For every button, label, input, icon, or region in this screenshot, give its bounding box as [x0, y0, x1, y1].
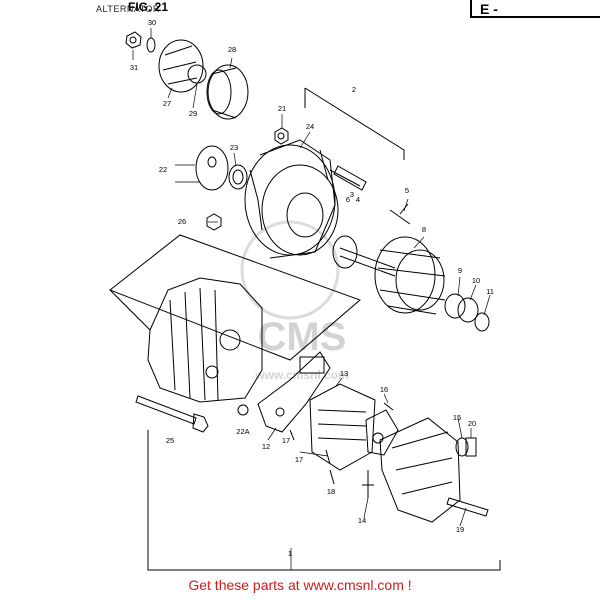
callout-23: 23 [230, 143, 238, 152]
callout-28: 28 [228, 45, 236, 54]
screw-16 [383, 402, 394, 411]
nut-31 [125, 31, 142, 49]
collar-9 [444, 293, 479, 323]
callout-29: 29 [189, 109, 197, 118]
callout-22: 22 [159, 165, 167, 174]
callout-21: 21 [278, 104, 286, 113]
rotor-8 [332, 235, 446, 315]
bearing-4 [332, 235, 358, 269]
callout-3: 3 [350, 190, 354, 199]
watermark-url: www.cmsnl.com [254, 368, 349, 382]
fastener-22A-port [205, 365, 219, 379]
callout-27: 27 [163, 99, 171, 108]
bolt-19 [446, 497, 489, 517]
figure-number: FIG. 21 [128, 0, 169, 14]
callouts: 1 2 3 4 5 6 8 9 10 11 12 13 14 15 16 17 … [130, 18, 494, 558]
callout-18: 18 [327, 487, 335, 496]
brush-holder-12 [257, 351, 331, 433]
callout-8: 8 [422, 225, 426, 234]
footer-link[interactable]: Get these parts at www.cmsnl.com ! [188, 577, 412, 593]
plate-22 [195, 145, 229, 191]
screw-18 [329, 469, 335, 485]
callout-2: 2 [352, 85, 356, 94]
callout-31: 31 [130, 63, 138, 72]
washer-22A [237, 404, 249, 416]
pulley-28 [207, 64, 249, 120]
nut-26 [206, 213, 222, 231]
fan-27 [158, 39, 204, 93]
watermark: CMS www.cmsnl.com [240, 220, 349, 382]
callout-26: 26 [178, 217, 186, 226]
regulator-14 [362, 409, 399, 498]
callout-11: 11 [486, 287, 494, 296]
stator-housing [147, 277, 263, 403]
screw-5 [389, 203, 411, 225]
bracket-1-top [109, 234, 361, 361]
callout-4: 4 [356, 195, 360, 204]
callout-12: 12 [262, 442, 270, 451]
callout-14: 14 [358, 516, 366, 525]
callout-10: 10 [472, 276, 480, 285]
rectifier-13 [309, 383, 376, 471]
bracket-2 [304, 87, 405, 160]
screw-17b [325, 449, 331, 465]
nut-21 [274, 127, 289, 145]
front-housing-24 [244, 139, 339, 259]
callout-6: 6 [346, 195, 350, 204]
callout-17-lower: 17 [295, 455, 303, 464]
watermark-logo: CMS [258, 315, 347, 359]
callout-19: 19 [456, 525, 464, 534]
rear-cover [379, 417, 461, 523]
bearing-11 [474, 312, 490, 332]
washer-30 [146, 37, 156, 53]
spacer-29 [187, 64, 207, 84]
callout-24: 24 [306, 122, 314, 131]
callout-15: 15 [453, 413, 461, 422]
callout-9: 9 [458, 266, 462, 275]
bearing-23 [228, 164, 248, 190]
callout-20: 20 [468, 419, 476, 428]
terminal-15 [455, 437, 477, 457]
diagram-title: ALTERNATOR [96, 4, 161, 14]
callout-5: 5 [405, 186, 409, 195]
callout-1: 1 [288, 549, 292, 558]
bracket-1 [147, 430, 501, 571]
callout-13: 13 [340, 369, 348, 378]
watermark-emblem [240, 220, 340, 320]
screw-17a [289, 429, 295, 441]
callout-16: 16 [380, 385, 388, 394]
callout-22A: 22A [236, 427, 249, 436]
callout-25: 25 [166, 436, 174, 445]
callout-30: 30 [148, 18, 156, 27]
bolt-25 [135, 395, 209, 433]
callout-17-upper: 17 [282, 436, 290, 445]
section-code: E - [470, 0, 600, 18]
